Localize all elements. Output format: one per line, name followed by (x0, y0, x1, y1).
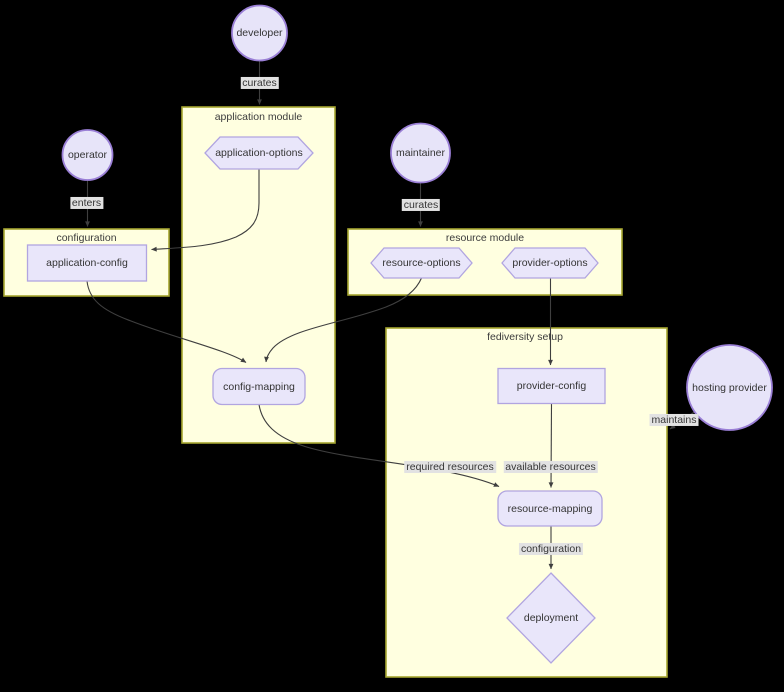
cluster-fediversity-setup-title: fediversity setup (487, 330, 563, 343)
node-application-config (26, 244, 148, 282)
edge-resource-options-to-config-mapping (264, 277, 423, 363)
node-operator (61, 129, 114, 181)
node-developer-label: developer (236, 26, 283, 39)
node-config-mapping-label: config-mapping (223, 380, 295, 393)
cluster-application-module-title: application module (214, 110, 303, 123)
edge-config-mapping-required-resources (258, 404, 500, 488)
edge-label-maintainer-curates: curates (401, 198, 441, 212)
node-provider-options-label: provider-options (512, 256, 588, 269)
node-resource-mapping (497, 490, 603, 527)
node-operator-label: operator (67, 148, 108, 161)
edge-provider-config-available-resources (548, 403, 554, 488)
node-maintainer-label: maintainer (395, 146, 446, 159)
node-maintainer (390, 122, 451, 184)
edge-label-required-resources: required resources (404, 460, 496, 474)
node-application-options (204, 136, 314, 170)
edge-label-developer-curates: curates (240, 76, 279, 90)
node-hosting-provider (686, 344, 773, 431)
edge-label-provider-maintains: maintains (649, 413, 699, 427)
node-hosting-provider-label: hosting provider (692, 381, 767, 394)
node-resource-options (370, 247, 473, 279)
node-provider-config (497, 367, 606, 405)
edge-application-options-to-application-config (151, 169, 260, 252)
node-resource-mapping-label: resource-mapping (507, 502, 593, 515)
edge-label-configuration: configuration (518, 542, 584, 556)
edge-label-available-resources: available resources (503, 460, 598, 474)
node-application-config-label: application-config (46, 256, 128, 269)
node-provider-config-label: provider-config (516, 379, 587, 392)
node-application-options-label: application-options (215, 146, 303, 159)
cluster-resource-module-title: resource module (445, 231, 525, 244)
node-deployment-label: deployment (523, 611, 579, 624)
edge-label-operator-enters: enters (69, 196, 104, 209)
node-config-mapping (212, 367, 306, 406)
node-deployment (506, 572, 596, 664)
node-provider-options (501, 247, 599, 279)
edge-application-config-to-config-mapping (86, 280, 247, 363)
edges (85, 60, 696, 570)
node-resource-options-label: resource-options (382, 256, 461, 269)
cluster-configuration-title: configuration (56, 231, 117, 244)
node-developer (231, 4, 288, 62)
